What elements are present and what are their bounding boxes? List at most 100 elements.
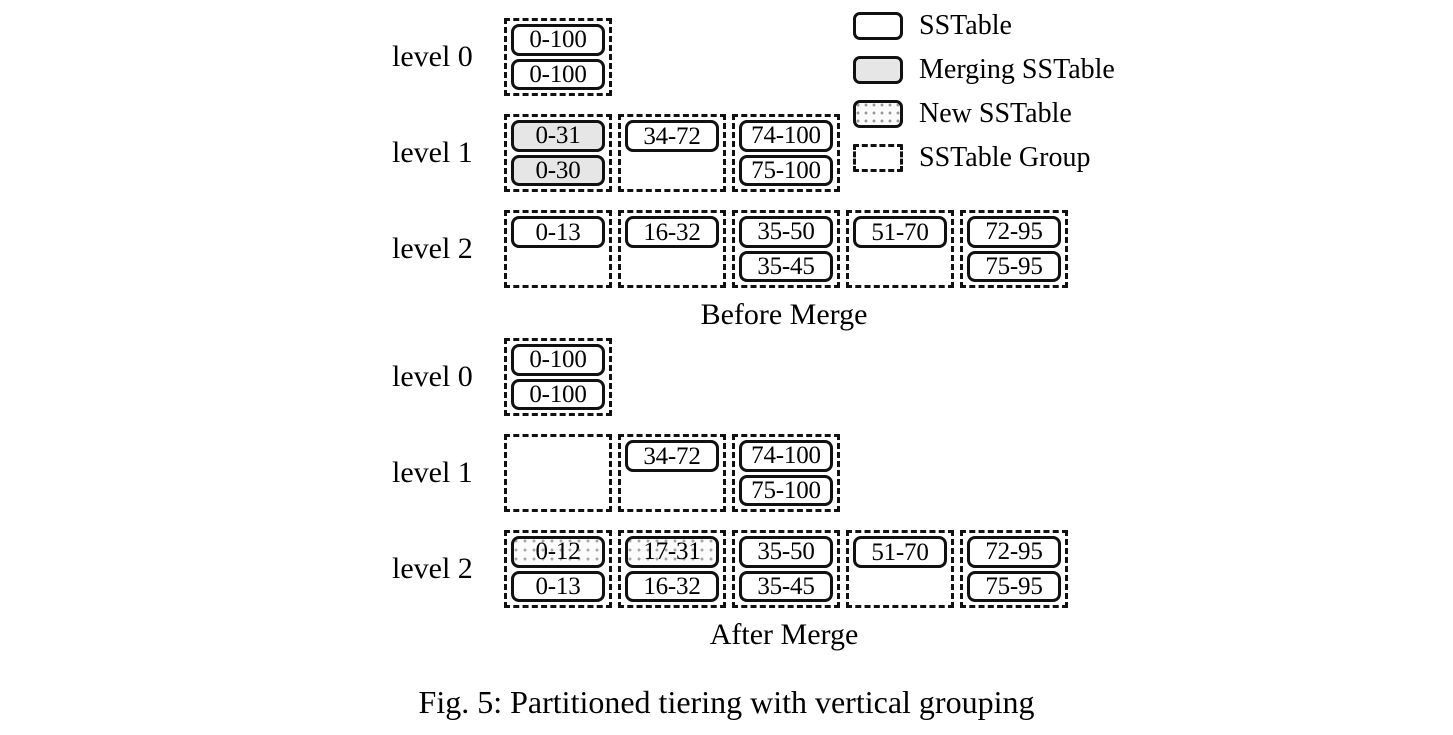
sstable-group[interactable]: 35-50 35-45 [732,210,840,288]
level-label: level 2 [392,552,473,585]
sstable-group[interactable]: 51-70 [846,530,954,608]
sstable-box[interactable]: 51-70 [853,216,947,248]
sstable-box[interactable]: 75-100 [739,154,833,186]
sstable-group[interactable]: 35-50 35-45 [732,530,840,608]
level-label: level 0 [392,40,473,73]
sstable-group[interactable]: 34-72 [618,434,726,512]
sstable-box[interactable]: 0-13 [511,570,605,602]
sstable-key-range: 0-13 [535,218,581,246]
sstable-box[interactable]: 0-13 [511,216,605,248]
new-sstable-swatch-icon [853,100,903,128]
legend-item-label: New SSTable [919,98,1072,129]
sstable-key-range: 75-100 [751,156,821,184]
sstable-key-range: 35-45 [757,252,815,280]
sstable-box[interactable]: 0-100 [511,58,605,90]
sstable-key-range: 0-12 [535,538,581,566]
sstable-key-range: 34-72 [643,122,701,150]
legend-item-new-sstable: New SSTable [853,92,1183,136]
sstable-key-range: 51-70 [871,218,929,246]
sstable-box[interactable]: 51-70 [853,536,947,568]
sstable-key-range: 0-100 [529,346,587,374]
level-row: level 2 0-12 0-13 17-31 16-32 35-50 35-45 51-7… [0,530,1453,608]
sstable-group[interactable]: 72-95 75-95 [960,530,1068,608]
level-row: level 0 0-100 0-100 [0,338,1453,416]
level-row: level 0 0-100 0-100 [0,18,1453,96]
sstable-box[interactable]: 74-100 [739,440,833,472]
level-label: level 1 [392,456,473,489]
level-label: level 2 [392,232,473,265]
sstable-group[interactable]: 0-100 0-100 [504,338,612,416]
sstable-key-range: 17-31 [643,538,701,566]
sstable-box[interactable]: 72-95 [967,536,1061,568]
sstable-key-range: 34-72 [643,442,701,470]
sstable-group[interactable]: 34-72 [618,114,726,192]
sstable-key-range: 72-95 [985,218,1043,246]
legend-item-sstable-group: SSTable Group [853,136,1183,180]
sstable-key-range: 74-100 [751,442,821,470]
sstable-group[interactable]: 16-32 [618,210,726,288]
sstable-group[interactable]: 0-13 [504,210,612,288]
sstable-key-range: 35-45 [757,572,815,600]
sstable-group[interactable]: 0-31 0-30 [504,114,612,192]
sstable-key-range: 51-70 [871,538,929,566]
sstable-key-range: 16-32 [643,218,701,246]
sstable-box[interactable]: 35-45 [739,250,833,282]
stage-caption: Before Merge [700,298,868,331]
sstable-box[interactable]: 34-72 [625,440,719,472]
figure-caption: Fig. 5: Partitioned tiering with vertica… [418,684,1035,720]
merging-sstable-box[interactable]: 0-31 [511,120,605,152]
sstable-key-range: 74-100 [751,122,821,150]
group-list: 0-100 0-100 [504,338,612,416]
sstable-key-range: 16-32 [643,572,701,600]
sstable-key-range: 72-95 [985,538,1043,566]
sstable-box[interactable]: 0-100 [511,24,605,56]
sstable-box[interactable]: 72-95 [967,216,1061,248]
sstable-box[interactable]: 75-100 [739,474,833,506]
sstable-group-swatch-icon [853,144,903,172]
new-sstable-box[interactable]: 17-31 [625,536,719,568]
sstable-key-range: 0-100 [529,380,587,408]
sstable-key-range: 0-100 [529,26,587,54]
sstable-group[interactable]: 74-100 75-100 [732,114,840,192]
sstable-key-range: 0-13 [535,572,581,600]
sstable-group[interactable]: 0-100 0-100 [504,18,612,96]
sstable-key-range: 0-100 [529,60,587,88]
sstable-box[interactable]: 75-95 [967,250,1061,282]
sstable-box[interactable]: 75-95 [967,570,1061,602]
group-list: 0-12 0-13 17-31 16-32 35-50 35-45 51-70 72-95 75… [504,530,1068,608]
sstable-box[interactable]: 35-45 [739,570,833,602]
group-list: 0-100 0-100 [504,18,612,96]
sstable-group[interactable]: 51-70 [846,210,954,288]
sstable-box[interactable]: 0-100 [511,378,605,410]
sstable-group[interactable]: 0-12 0-13 [504,530,612,608]
sstable-box[interactable]: 35-50 [739,536,833,568]
sstable-group[interactable] [504,434,612,512]
sstable-key-range: 75-95 [985,252,1043,280]
legend-item-label: SSTable Group [919,142,1091,173]
sstable-group[interactable]: 17-31 16-32 [618,530,726,608]
sstable-key-range: 75-100 [751,476,821,504]
level-label: level 0 [392,360,473,393]
sstable-group[interactable]: 72-95 75-95 [960,210,1068,288]
sstable-box[interactable]: 0-100 [511,344,605,376]
merging-sstable-box[interactable]: 0-30 [511,154,605,186]
sstable-box[interactable]: 74-100 [739,120,833,152]
sstable-group[interactable]: 74-100 75-100 [732,434,840,512]
sstable-swatch-icon [853,12,903,40]
new-sstable-box[interactable]: 0-12 [511,536,605,568]
legend-item-merging-sstable: Merging SSTable [853,48,1183,92]
sstable-key-range: 35-50 [757,538,815,566]
sstable-box[interactable]: 16-32 [625,570,719,602]
legend-item-sstable: SSTable [853,4,1183,48]
sstable-key-range: 0-30 [535,156,581,184]
level-row: level 1 34-72 74-100 75-100 [0,434,1453,512]
group-list: 0-31 0-30 34-72 74-100 75-100 [504,114,840,192]
stage-caption: After Merge [709,618,859,651]
legend-item-label: SSTable [919,10,1012,41]
sstable-box[interactable]: 16-32 [625,216,719,248]
sstable-box[interactable]: 35-50 [739,216,833,248]
group-list: 34-72 74-100 75-100 [504,434,840,512]
sstable-box[interactable]: 34-72 [625,120,719,152]
